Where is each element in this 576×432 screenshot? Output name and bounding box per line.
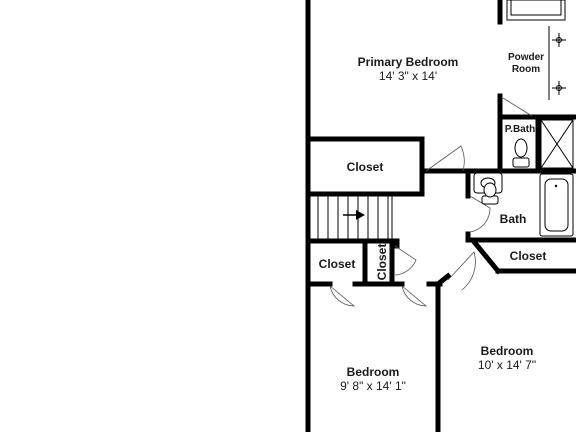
bedroom-right-name: Bedroom xyxy=(481,344,534,358)
interior-walls xyxy=(305,0,576,432)
sink-icon xyxy=(552,33,566,47)
door-small-closet xyxy=(394,245,417,276)
sink-icon xyxy=(552,81,566,95)
room-labels: Primary Bedroom 14' 3" x 14' Powder Room… xyxy=(319,52,547,393)
door-bath xyxy=(469,195,491,233)
stair-arrow-icon xyxy=(343,210,365,220)
bedroom-left-dims: 9' 8" x 14' 1" xyxy=(340,379,406,393)
bedroom-right-dims: 10' x 14' 7" xyxy=(478,358,536,372)
primary-bedroom-dims: 14' 3" x 14' xyxy=(379,69,437,83)
door-pbath xyxy=(502,97,533,117)
bath-toilet-icon xyxy=(481,182,499,205)
door-primary-bedroom xyxy=(425,145,465,172)
primary-bedroom-name: Primary Bedroom xyxy=(358,55,459,69)
closet-small-label: Closet xyxy=(375,244,389,281)
closet-right-label: Closet xyxy=(510,249,547,263)
powder-room-label-1: Powder xyxy=(508,52,544,63)
bath-label: Bath xyxy=(500,212,527,226)
closet-primary-label: Closet xyxy=(347,160,384,174)
powder-room-label-2: Room xyxy=(512,64,540,75)
door-left-closet xyxy=(329,285,356,307)
closet-left-label: Closet xyxy=(319,257,356,271)
door-bedroom-left xyxy=(401,285,428,307)
toilet-icon xyxy=(512,138,530,168)
bedroom-left-name: Bedroom xyxy=(347,365,400,379)
door-bedroom-right xyxy=(447,251,476,291)
fixtures xyxy=(473,0,574,237)
shower-icon xyxy=(540,119,574,169)
doors xyxy=(329,97,576,307)
staircase xyxy=(308,193,393,239)
pbath-label: P.Bath xyxy=(505,124,535,135)
bathtub-icon xyxy=(539,173,574,237)
